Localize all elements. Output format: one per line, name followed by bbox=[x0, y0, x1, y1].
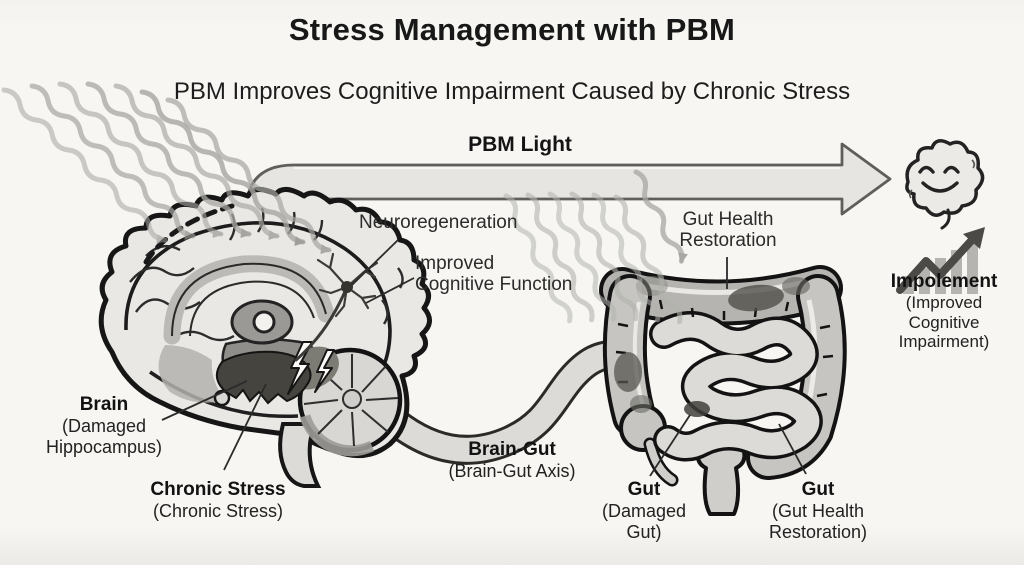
rectum bbox=[696, 446, 747, 516]
callout-improvement-term: Impolement bbox=[890, 271, 998, 292]
callout-brain-gut: Brain-Gut (Brain-Gut Axis) bbox=[424, 439, 600, 482]
leader-brain bbox=[161, 380, 248, 421]
lightning-bolt-icon bbox=[314, 349, 335, 393]
callout-brain-gut-term: Brain-Gut bbox=[468, 439, 556, 460]
annotation-improved-cognitive-function: Improved Cognitive Function bbox=[415, 253, 573, 296]
leader-gut-damaged bbox=[649, 414, 691, 477]
annotation-neuroregeneration: Neuroregeneration bbox=[359, 212, 518, 233]
leader-gut-restored bbox=[778, 423, 807, 475]
callout-gut-restored-desc: (Gut Health Restoration) bbox=[768, 501, 868, 542]
callout-brain-gut-desc: (Brain-Gut Axis) bbox=[448, 461, 576, 482]
callout-chronic-stress-desc: (Chronic Stress) bbox=[152, 501, 284, 522]
annotation-gut-health-restoration: Gut Health Restoration bbox=[679, 209, 777, 252]
callout-chronic-stress-term: Chronic Stress bbox=[150, 479, 286, 500]
callout-brain-desc: (Damaged Hippocampus) bbox=[45, 416, 163, 457]
callout-gut-restored-term: Gut bbox=[801, 479, 835, 500]
pbm-light-arrow-label: PBM Light bbox=[468, 133, 572, 156]
happy-eye-left bbox=[918, 165, 935, 174]
callout-improvement-desc: (Improved Cognitive Impairment) bbox=[898, 293, 990, 352]
page-title: Stress Management with PBM bbox=[288, 12, 736, 47]
callout-gut-damaged: Gut (Damaged Gut) bbox=[592, 479, 696, 543]
growth-chart-icon bbox=[896, 227, 985, 294]
pbm-light-waves bbox=[502, 169, 688, 323]
gut-damage-spots bbox=[614, 276, 810, 417]
leader-improved-cognitive bbox=[365, 277, 415, 304]
callout-brain: Brain (Damaged Hippocampus) bbox=[28, 394, 180, 458]
leader-neuroregeneration bbox=[351, 239, 399, 286]
page-subtitle: PBM Improves Cognitive Impairment Caused… bbox=[173, 78, 851, 105]
brain-gut-axis-tube bbox=[373, 339, 639, 465]
callout-gut-restored: Gut (Gut Health Restoration) bbox=[748, 479, 888, 543]
leader-lines bbox=[161, 239, 807, 477]
leader-chronic-stress bbox=[223, 383, 267, 471]
smile bbox=[921, 181, 959, 193]
callout-chronic-stress: Chronic Stress (Chronic Stress) bbox=[128, 479, 308, 522]
callout-gut-damaged-desc: (Damaged Gut) bbox=[601, 501, 687, 542]
callout-gut-damaged-term: Gut bbox=[627, 479, 661, 500]
callout-improvement: Impolement (Improved Cognitive Impairmen… bbox=[881, 271, 1007, 352]
gut-illustration bbox=[599, 265, 847, 516]
smiling-brain-icon bbox=[905, 139, 985, 230]
brain-illustration bbox=[98, 187, 432, 488]
callout-brain-term: Brain bbox=[79, 394, 129, 415]
happy-eye-right bbox=[943, 165, 960, 174]
